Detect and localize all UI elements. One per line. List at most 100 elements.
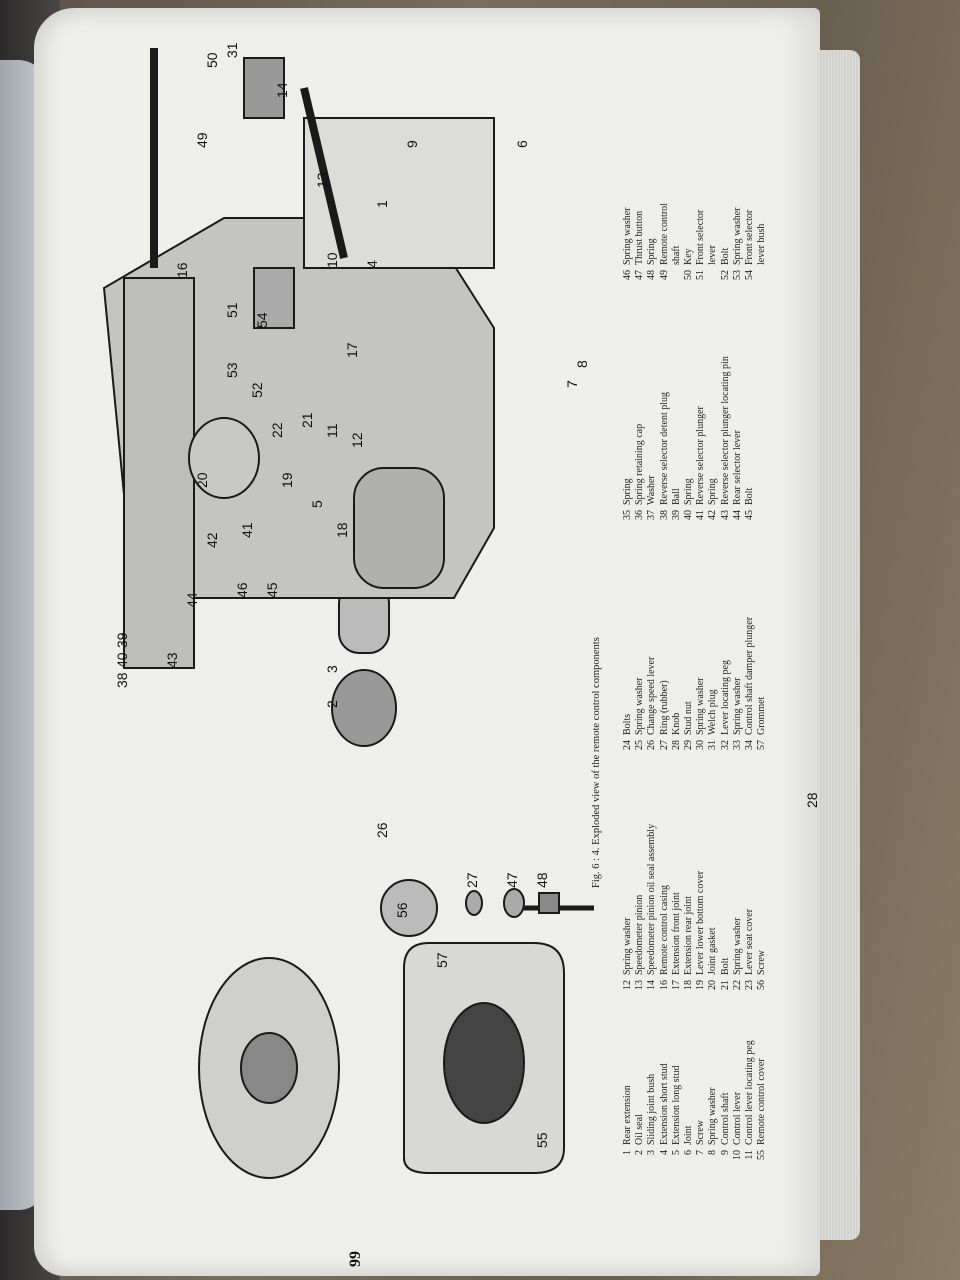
callout-14: 14 (274, 82, 290, 98)
legend-item-number: 23 (744, 980, 756, 990)
legend-item-label: Lever locating peg (719, 660, 731, 735)
callout-5: 5 (309, 500, 325, 508)
legend-item: 10Control lever (732, 1040, 744, 1168)
callout-21: 21 (299, 412, 315, 428)
legend-item: 51Front selector (695, 203, 707, 288)
legend-item-number: 17 (670, 980, 682, 990)
legend-item-label: Reverse selector detent plug (658, 391, 670, 505)
legend-item-number: 55 (756, 1150, 768, 1160)
grommet-hole-drawing (240, 1032, 298, 1104)
legend-item: 9Control shaft (720, 1040, 732, 1168)
legend-item-number: 26 (646, 740, 658, 750)
callout-7: 7 (564, 380, 580, 388)
legend-item: 39Ball (671, 356, 683, 528)
callout-18: 18 (334, 522, 350, 538)
legend-item-label: Screw (756, 950, 768, 975)
legend-item-label: Ball (670, 488, 682, 505)
legend-item-label: Ring (rubber) (658, 680, 670, 735)
legend-item-number: 11 (744, 1150, 756, 1160)
legend-item-number: 4 (658, 1150, 670, 1155)
callout-52: 52 (249, 382, 265, 398)
legend-item-number: 45 (744, 510, 756, 520)
legend-item: 17 Extension front joint (671, 824, 683, 998)
joint-gasket-drawing (303, 117, 495, 269)
legend-item-label: Sliding joint bush (646, 1073, 658, 1145)
legend-item-number: 22 (731, 980, 743, 990)
legend-item: 7 Screw (695, 1040, 707, 1168)
legend-item: 2Oil seal (634, 1040, 646, 1168)
legend-item-number: 36 (634, 510, 646, 520)
legend-item-label: Control lever (731, 1091, 743, 1145)
legend-item: 21Bolt (720, 824, 732, 998)
legend-item-number: 30 (695, 740, 707, 750)
legend-item-label: Spring retaining cap (634, 423, 646, 505)
callout-10: 10 (324, 252, 340, 268)
legend-item: 57Grommet (756, 617, 768, 758)
callout-48: 48 (534, 872, 550, 888)
legend-item-label: Rear extension (622, 1085, 633, 1145)
legend-item: lever bush (756, 203, 768, 288)
legend-item-number: 5 (670, 1150, 682, 1155)
legend-item-label: Joint (683, 1125, 695, 1145)
legend-item-label: Knob (670, 712, 682, 735)
legend-item-number: 29 (683, 740, 695, 750)
legend-item: 32Lever locating peg (720, 617, 732, 758)
legend-item-number: 7 (695, 1150, 707, 1155)
legend-item-number: 46 (622, 270, 633, 280)
callout-26: 26 (374, 822, 390, 838)
callout-57: 57 (434, 952, 450, 968)
legend-item: 6Joint (683, 1040, 695, 1168)
callout-6: 6 (514, 140, 530, 148)
page-number: 99 (347, 1251, 364, 1267)
legend-item: 3Sliding joint bush (646, 1040, 658, 1168)
legend-item-label: Spring washer (695, 677, 707, 736)
legend-item: 12Spring washer (622, 824, 634, 998)
legend-item-label: Spring (707, 478, 719, 505)
legend-item: 40Spring (683, 356, 695, 528)
callout-43: 43 (164, 652, 180, 668)
legend-item-number: 20 (707, 980, 719, 990)
exploded-view-illustration (102, 48, 594, 1179)
legend-item-label: Speedometer pinion oil seal assembly (646, 823, 658, 975)
legend-item: 22Spring washer (732, 824, 744, 998)
legend-item-label: Change speed lever (646, 656, 658, 735)
control-shaft-drawing (300, 87, 348, 259)
legend-item-number: 8 (707, 1150, 719, 1155)
legend-item-label: Rear selector lever (731, 430, 743, 505)
legend-item-number: 9 (719, 1150, 731, 1155)
callout-22: 22 (269, 422, 285, 438)
legend-item-label: Extension front joint (670, 892, 682, 975)
legend-item-label: Extension short stud (658, 1063, 670, 1145)
callout-13: 13 (314, 172, 330, 188)
legend-item-number: 13 (634, 980, 646, 990)
rotated-page-content: 57 56 26 28 27 47 48 55 2 3 43 44 46 45 … (74, 42, 820, 1228)
legend-item-number: 21 (719, 980, 731, 990)
legend-item: 23Lever seat cover (744, 824, 756, 998)
legend-item-label: Extension rear joint (683, 896, 695, 975)
legend-item-number: 18 (683, 980, 695, 990)
legend-item: 52Bolt (720, 203, 732, 288)
callout-42: 42 (204, 532, 220, 548)
legend-item-label: lever bush (756, 223, 768, 265)
legend-item: 33Spring washer (732, 617, 744, 758)
legend-item: 1Rear extension (622, 1040, 634, 1168)
extension-tube-drawing (353, 467, 445, 589)
legend-item-label: Spring washer (731, 207, 743, 266)
legend-item: 5Extension long stud (671, 1040, 683, 1168)
callout-49: 49 (194, 132, 210, 148)
legend-item: 18 Extension rear joint (683, 824, 695, 998)
legend-item-label: Spring washer (622, 207, 633, 266)
legend-item: 27Ring (rubber) (659, 617, 671, 758)
legend-item-number: 24 (622, 740, 633, 750)
legend-item-label: Bolts (622, 713, 633, 735)
legend-item: 56Screw (756, 824, 768, 998)
legend-item: 53Spring washer (732, 203, 744, 288)
callout-38: 38 (114, 672, 130, 688)
legend-item-label: Screw (695, 1120, 707, 1145)
legend-item-label: Remote control cover (756, 1058, 768, 1145)
callout-54: 54 (254, 312, 270, 328)
legend-item-number: 44 (731, 510, 743, 520)
legend-item: 4 Extension short stud (659, 1040, 671, 1168)
